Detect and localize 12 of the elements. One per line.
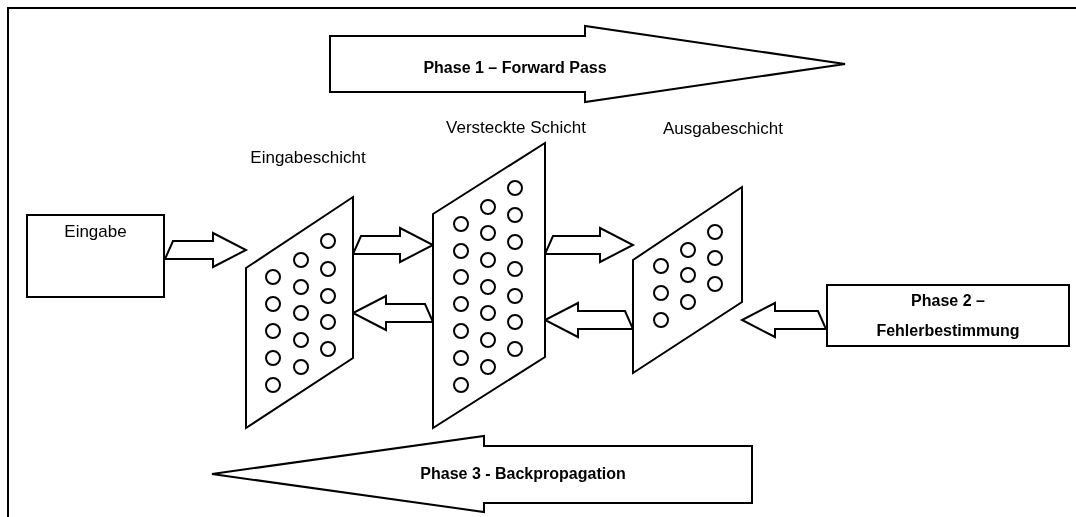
input-label: Eingabe xyxy=(63,222,128,242)
hollow-arrow xyxy=(739,301,828,339)
phase-label: Phase 1 – Forward Pass xyxy=(423,58,607,78)
phase-label: Phase 2 – Fehlerbestimmung xyxy=(875,291,1021,341)
phase-label: Phase 3 - Backpropagation xyxy=(420,464,626,484)
layer-title: Ausgabeschicht xyxy=(663,119,783,139)
hollow-arrow xyxy=(163,231,249,269)
input-box xyxy=(26,214,165,298)
phase-box xyxy=(826,284,1070,347)
layer-title: Eingabeschicht xyxy=(250,148,366,168)
hollow-arrow xyxy=(543,226,636,264)
layer-title: Versteckte Schicht xyxy=(446,118,586,138)
